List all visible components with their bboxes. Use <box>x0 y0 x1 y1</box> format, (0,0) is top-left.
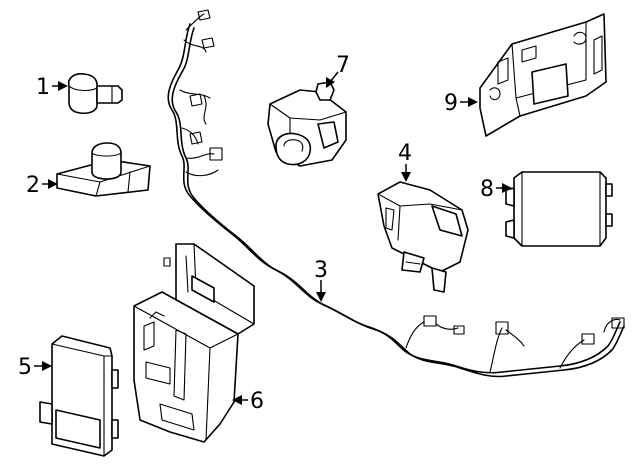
callout-9: 9 <box>444 91 478 116</box>
part-3-wiring-harness <box>167 9 625 378</box>
callout-label-9: 9 <box>444 91 458 116</box>
callout-label-8: 8 <box>480 177 494 202</box>
part-4-sensor <box>377 181 469 293</box>
callout-8: 8 <box>480 177 512 202</box>
callout-label-1: 1 <box>36 75 50 100</box>
part-5-module <box>39 335 119 457</box>
callout-label-4: 4 <box>398 141 412 166</box>
callout-label-6: 6 <box>250 389 264 414</box>
callout-label-5: 5 <box>18 355 32 380</box>
callout-label-7: 7 <box>336 53 350 78</box>
part-8-module <box>505 171 613 247</box>
part-1-sensor <box>67 73 123 115</box>
callout-7: 7 <box>326 53 350 88</box>
callout-2: 2 <box>26 173 58 198</box>
part-9-bracket <box>479 13 607 137</box>
callout-5: 5 <box>18 355 52 380</box>
part-7-camera <box>267 81 347 167</box>
callout-1: 1 <box>36 75 68 100</box>
callout-4: 4 <box>398 141 412 182</box>
part-6-module <box>133 243 255 443</box>
callout-6: 6 <box>232 389 264 414</box>
callout-label-2: 2 <box>26 173 40 198</box>
callout-label-3: 3 <box>314 258 328 283</box>
part-2-sensor-bracket <box>56 142 151 197</box>
callout-3: 3 <box>314 258 328 302</box>
